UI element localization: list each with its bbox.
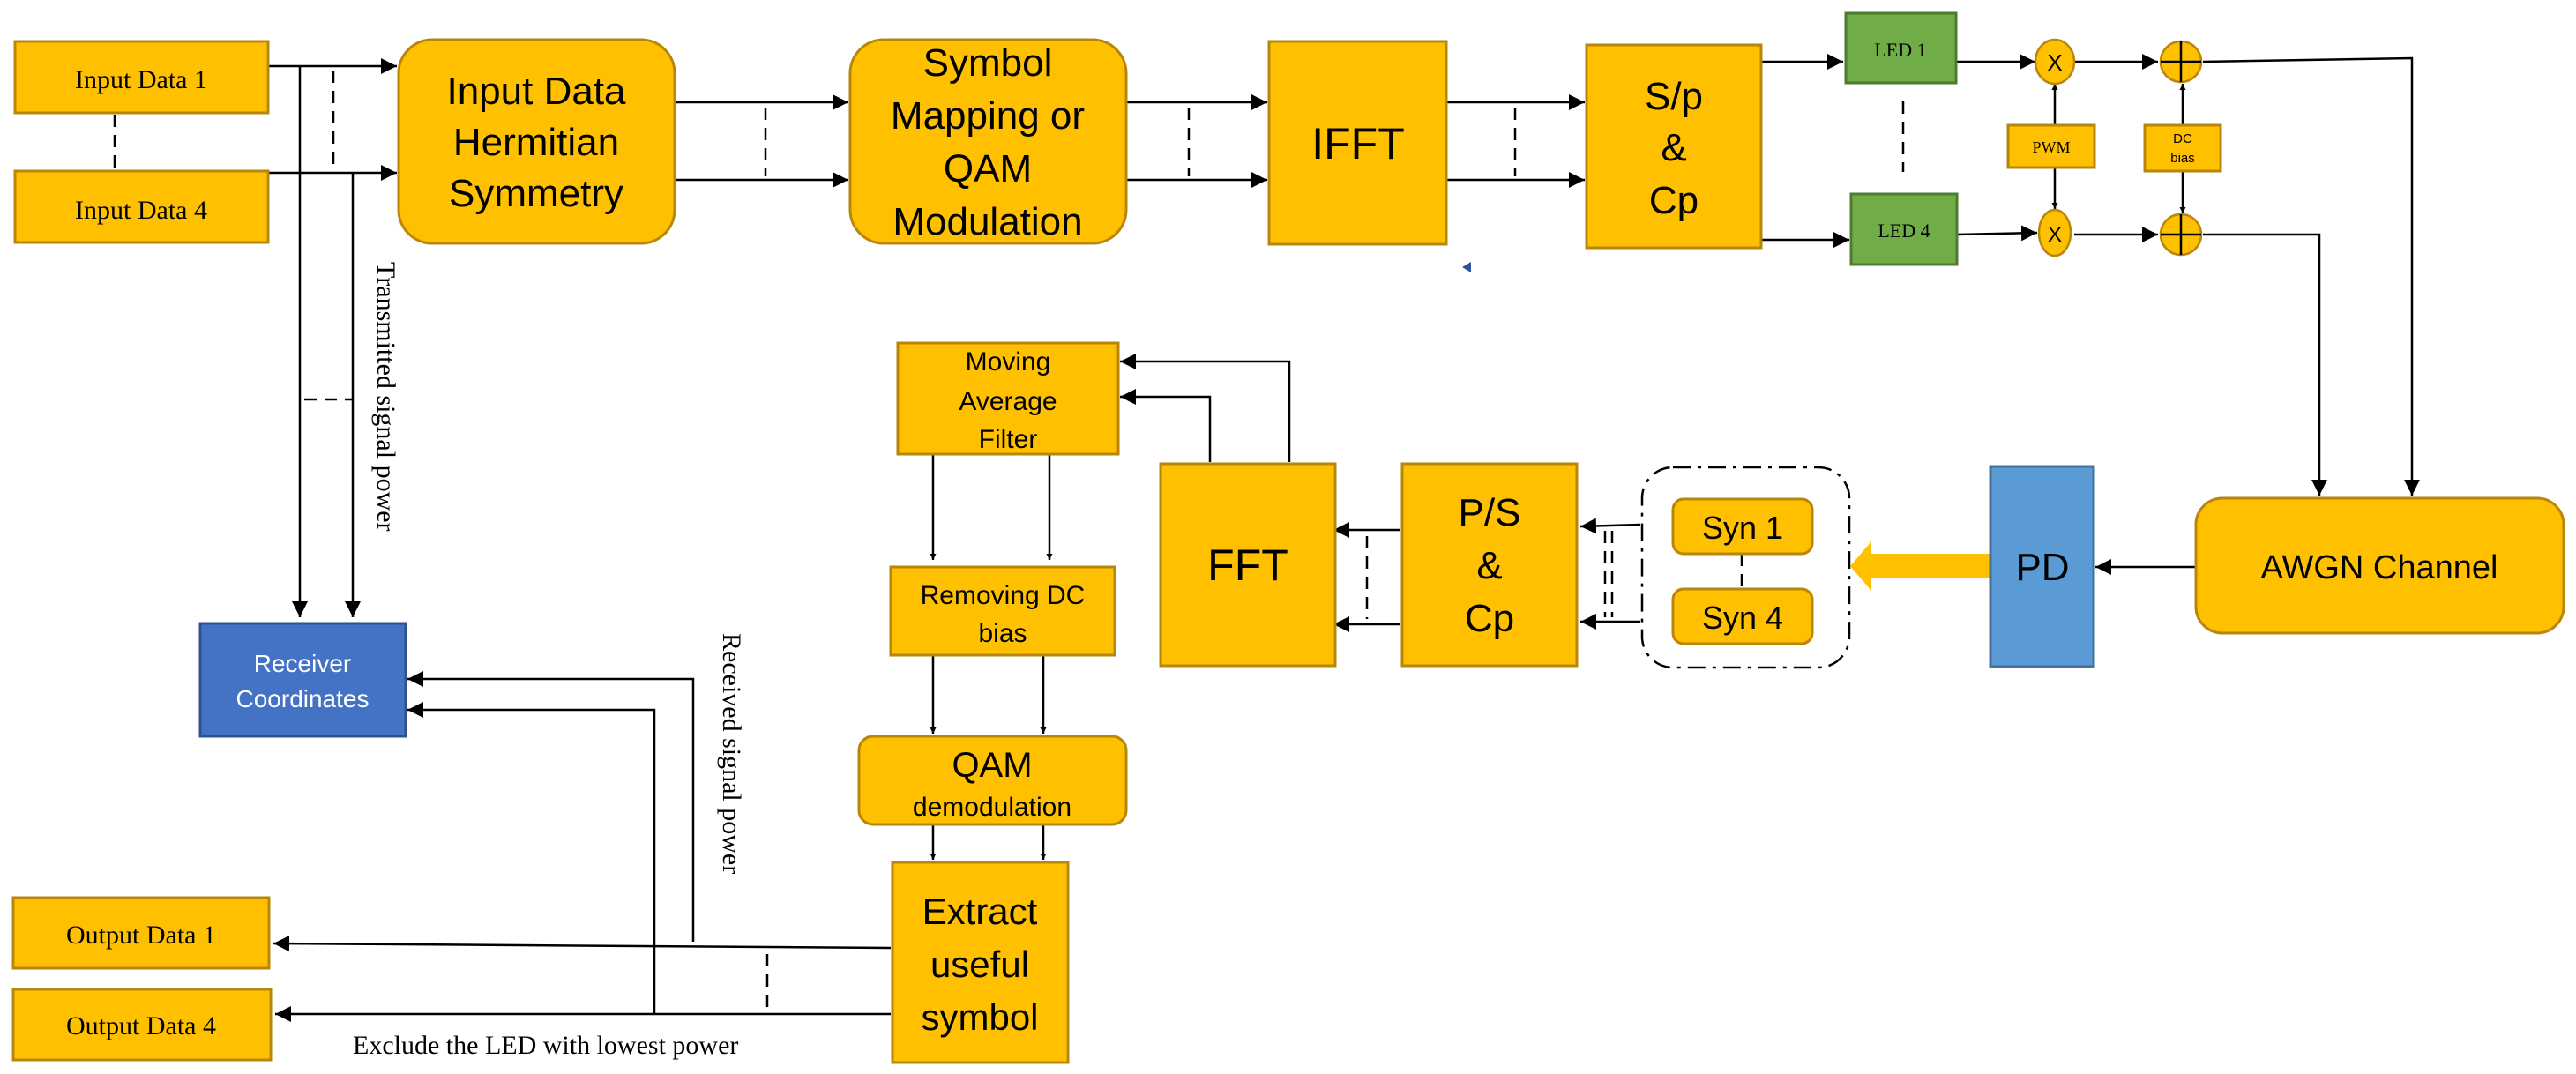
- arrow-syn-to-ps-1: [1579, 518, 1641, 534]
- hermitian-label-line-2: Hermitian: [453, 121, 619, 164]
- sp-label-line-1: S/p: [1645, 75, 1703, 118]
- hermitian-block: Input Data Hermitian Symmetry: [397, 38, 676, 245]
- ps-label-line-1: P/S: [1459, 491, 1521, 534]
- syn-group: Syn 1 Syn 4: [1640, 466, 1851, 669]
- fft-label: FFT: [1207, 541, 1288, 590]
- pwm-block: PWM: [2006, 123, 2096, 169]
- syn-1-block: Syn 1: [1671, 497, 1814, 556]
- mapping-label-line-4: Modulation: [892, 200, 1082, 243]
- arrow-fft-to-filter-1: [1120, 354, 1291, 462]
- led-1-label: LED 1: [1874, 39, 1926, 61]
- input-data-1-block: Input Data 1: [13, 40, 270, 115]
- syn-4-block: Syn 4: [1671, 587, 1814, 645]
- arrow-rx-power-4: [407, 702, 656, 1014]
- symbol-mapping-block: Symbol Mapping or QAM Modulation: [848, 38, 1128, 245]
- extract-label-line-1: Extract: [922, 891, 1038, 932]
- multiplier-4-symbol: X: [2048, 223, 2062, 247]
- pd-label: PD: [2015, 546, 2069, 589]
- ifft-label: IFFT: [1311, 119, 1405, 168]
- adder-1: [2159, 40, 2203, 84]
- transmitted-power-label: Transmitted signal power: [371, 262, 400, 532]
- arrow-add4-to-awgn: [2203, 233, 2327, 496]
- arrow-fft-to-filter-2: [1120, 389, 1212, 462]
- input-data-4-label: Input Data 4: [75, 196, 207, 225]
- ps-cp-block: P/S & Cp: [1400, 462, 1579, 668]
- ps-label-line-3: Cp: [1465, 597, 1514, 640]
- arrow-led4-to-mult: [1956, 225, 2038, 242]
- receiver-coordinates-block: Receiver Coordinates: [198, 622, 407, 738]
- multiplier-1-symbol: X: [2047, 49, 2062, 76]
- exclude-led-label: Exclude the LED with lowest power: [353, 1031, 738, 1060]
- dc-bias-block: DC bias: [2143, 123, 2222, 173]
- fft-block: FFT: [1159, 462, 1337, 668]
- filter-label-line-2: Average: [959, 387, 1057, 416]
- mapping-label-line-3: QAM: [944, 147, 1032, 190]
- multiplier-4: X: [2037, 208, 2072, 257]
- qam-label-line-1: QAM: [952, 746, 1032, 785]
- adder-4: [2159, 213, 2203, 257]
- dc-bias-label-line-1: DC: [2173, 131, 2192, 146]
- syn-4-label: Syn 4: [1702, 600, 1783, 636]
- dc-bias-label-line-2: bias: [2170, 151, 2195, 166]
- output-data-1-label: Output Data 1: [66, 921, 216, 950]
- input-data-1-label: Input Data 1: [75, 65, 207, 94]
- pd-block: PD: [1989, 465, 2095, 668]
- removing-dc-label-line-1: Removing DC: [921, 581, 1086, 610]
- arrow-extract-to-output1: [273, 936, 892, 952]
- pwm-label: PWM: [2032, 138, 2070, 156]
- output-data-4-block: Output Data 4: [11, 988, 273, 1062]
- moving-average-block: Moving Average Filter: [896, 341, 1120, 456]
- mapping-label-line-1: Symbol: [923, 41, 1053, 85]
- output-data-1-block: Output Data 1: [11, 896, 271, 970]
- hermitian-label-line-3: Symmetry: [449, 172, 623, 215]
- receiver-label-line-2: Coordinates: [236, 685, 370, 712]
- removing-dc-block: Removing DC bias: [889, 565, 1116, 657]
- filter-label-line-3: Filter: [979, 425, 1038, 454]
- output-data-4-label: Output Data 4: [66, 1011, 216, 1040]
- arrow-add1-to-awgn: [2202, 56, 2420, 496]
- big-arrow-pd-to-syn: [1850, 541, 1990, 591]
- extract-symbol-block: Extract useful symbol: [891, 861, 1070, 1064]
- awgn-channel-block: AWGN Channel: [2194, 496, 2565, 635]
- mapping-label-line-2: Mapping or: [891, 94, 1085, 138]
- ifft-block: IFFT: [1267, 40, 1448, 246]
- led-1-block: LED 1: [1844, 11, 1958, 85]
- led-4-label: LED 4: [1878, 220, 1930, 242]
- qam-label-line-2: demodulation: [913, 793, 1071, 822]
- syn-1-label: Syn 1: [1702, 510, 1783, 546]
- arrow-rx-power-1: [407, 671, 695, 942]
- receiver-label-line-1: Receiver: [254, 650, 351, 677]
- qam-demodulation-block: QAM demodulation: [857, 735, 1128, 826]
- connectors: [113, 54, 2420, 1022]
- sp-label-line-3: Cp: [1649, 179, 1699, 222]
- ps-label-line-2: &: [1476, 544, 1502, 587]
- removing-dc-label-line-2: bias: [978, 619, 1027, 648]
- multiplier-1: X: [2034, 38, 2076, 86]
- sp-cp-block: S/p & Cp: [1585, 43, 1763, 250]
- filter-label-line-1: Moving: [966, 347, 1051, 377]
- hermitian-label-line-1: Input Data: [446, 70, 626, 113]
- input-data-4-block: Input Data 4: [13, 169, 270, 244]
- awgn-label: AWGN Channel: [2261, 549, 2498, 586]
- extract-label-line-2: useful: [930, 943, 1029, 985]
- extract-label-line-3: symbol: [921, 996, 1038, 1038]
- received-power-label: Received signal power: [717, 633, 746, 874]
- sp-label-line-2: &: [1661, 126, 1686, 169]
- led-4-block: LED 4: [1849, 192, 1959, 266]
- cursor-mark: [1462, 262, 1471, 272]
